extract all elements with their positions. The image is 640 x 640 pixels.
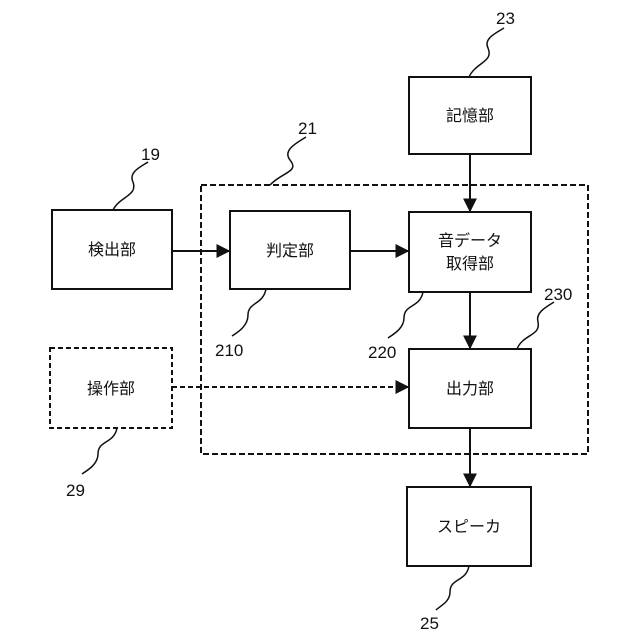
sound-data-label-line1: 音データ xyxy=(438,231,502,250)
memory-ref-label: 23 xyxy=(496,9,515,28)
sound-data-ref-leader xyxy=(388,292,423,338)
operation-label: 操作部 xyxy=(87,379,135,398)
judge-ref-leader xyxy=(232,289,266,336)
speaker-ref-leader xyxy=(436,566,469,610)
sound-data-label-line2: 取得部 xyxy=(446,254,494,273)
detector-ref-label: 19 xyxy=(141,145,160,164)
sound-data-box xyxy=(409,212,531,292)
detector-label: 検出部 xyxy=(88,240,136,259)
memory-label: 記憶部 xyxy=(446,106,494,125)
judge-label: 判定部 xyxy=(266,241,314,260)
judge-ref-label: 210 xyxy=(215,341,243,360)
output-ref-leader xyxy=(517,302,554,349)
output-ref-label: 230 xyxy=(544,285,572,304)
speaker-label: スピーカ xyxy=(437,517,501,536)
output-label: 出力部 xyxy=(446,379,494,398)
group-ref-leader xyxy=(270,137,306,185)
group-ref-label: 21 xyxy=(298,119,317,138)
memory-ref-leader xyxy=(469,28,504,77)
sound-data-ref-label: 220 xyxy=(368,343,396,362)
operation-ref-label: 29 xyxy=(66,481,85,500)
detector-ref-leader xyxy=(113,162,148,210)
speaker-ref-label: 25 xyxy=(420,614,439,633)
operation-ref-leader xyxy=(82,428,117,474)
